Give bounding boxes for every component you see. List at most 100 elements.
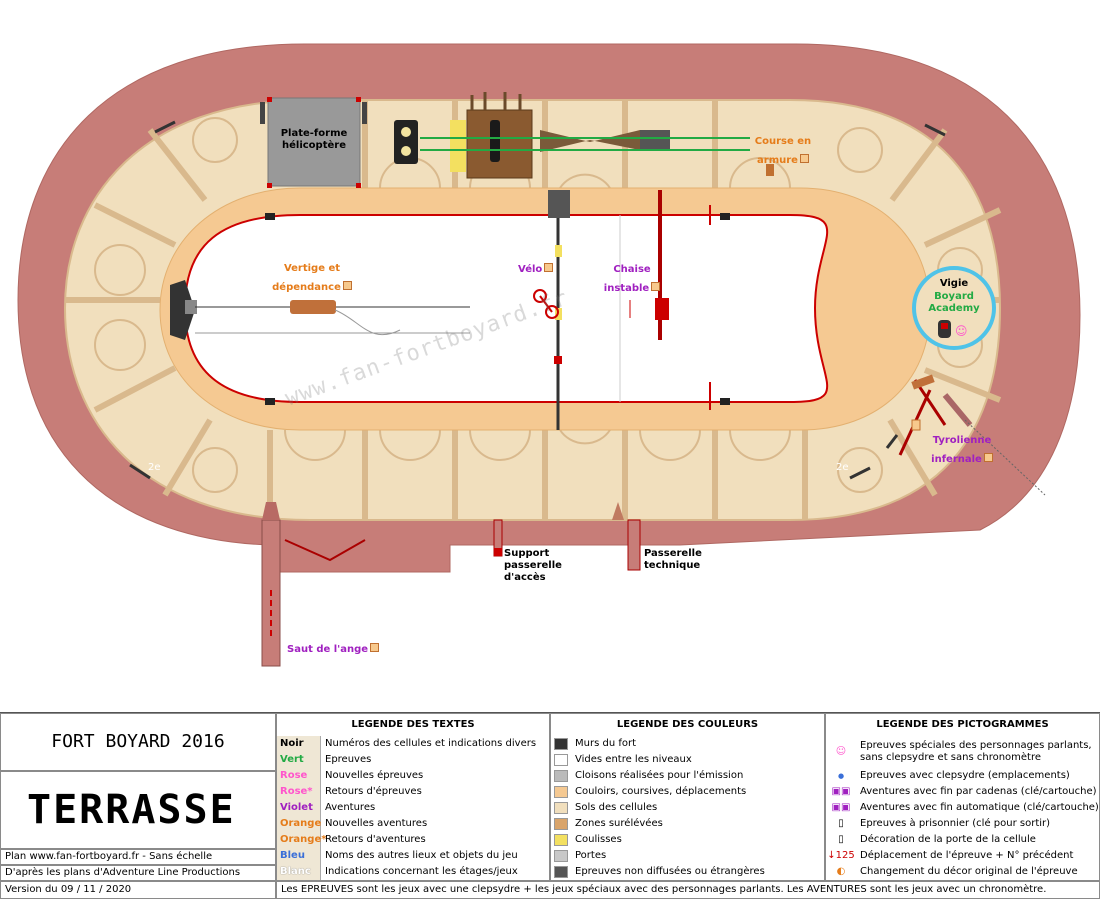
legend-color-desc: Zones surélévées [575,818,663,829]
legend-picto-desc: Aventures avec fin automatique (clé/cart… [860,802,1099,813]
color-swatch [554,802,568,814]
padlock-icon: ▣▣ [831,786,851,797]
label-vertige: Vertige et dépendance [272,263,341,293]
legend: FORT BOYARD 2016 TERRASSE Plan www.fan-f… [0,712,1100,899]
end-lock-icon [651,282,661,291]
legend-color-row: Coulisses [551,832,824,848]
legend-color-desc: Couloirs, coursives, déplacements [575,786,747,797]
label-vigie: Vigie [939,278,969,289]
cell-arcs [94,117,983,493]
clepsydre-icon: ● [837,772,845,780]
legend-text-desc: Nouvelles aventures [325,818,428,829]
legend-text-row: Vert Epreuves [277,752,549,768]
vertige-anchor [170,280,195,340]
legend-color-desc: Sols des cellules [575,802,658,813]
legend-text-key: Orange* [277,832,326,848]
legend-text-key: Rose [277,768,321,784]
label-boyard-academy: Boyard Academy [928,291,980,314]
legend-text-key: Vert [277,752,321,768]
legend-picto-desc: Epreuves avec clepsydre (emplacements) [860,770,1070,781]
prisoner-icon: ▯ [838,818,844,829]
legend-text-key: Bleu [277,848,321,864]
label-right-2e: 2e [836,462,849,473]
door-decoration-icon: ▯ [838,834,844,845]
legend-color-row: Epreuves non diffusées ou étrangères [551,864,824,880]
end-lock-icon [544,263,554,272]
vertige-beam [290,300,336,314]
legend-color-desc: Cloisons réalisées pour l'émission [575,770,744,781]
legend-picto-row: ▯ Epreuves à prisonnier (clé pour sortir) [826,816,1099,832]
label-passerelle-technique: Passerelle technique [644,548,702,571]
wall-doors [265,213,730,405]
legend-text-key: Orange [277,816,321,832]
legend-picto-desc: Epreuves à prisonnier (clé pour sortir) [860,818,1051,829]
label-chaise: Chaise instable [603,264,651,294]
legend-text-desc: Aventures [325,802,376,813]
color-swatch [554,738,568,750]
helicopter-platform [267,97,361,187]
label-tyrolienne: Tyrolienne infernale [931,435,992,465]
credit-line-1: Plan www.fan-fortboyard.fr - Sans échell… [0,849,276,865]
legend-color-desc: Murs du fort [575,738,637,749]
legend-text-desc: Noms des autres lieux et objets du jeu [325,850,518,861]
coulisse-strip [450,120,466,172]
color-swatch [554,754,568,766]
velo-block [548,190,570,218]
legend-text-key: Rose* [277,784,321,800]
label-left-2e: 2e [148,462,161,473]
floor-name: TERRASSE [27,787,236,833]
character-icon: ☺ [955,324,968,338]
label-course-en-armure: Course en armure [754,136,812,166]
legend-picto-desc: Epreuves spéciales des personnages parla… [860,740,1092,763]
color-swatch [554,818,568,830]
color-swatch [554,770,568,782]
legend-picto-desc: Aventures avec fin par cadenas (clé/cart… [860,786,1097,797]
legend-text-row: Bleu Noms des autres lieux et objets du j… [277,848,549,864]
platform-corners [267,97,361,188]
legend-color-desc: Vides entre les niveaux [575,754,692,765]
legend-text-key: Blanc [277,864,321,880]
color-swatch [554,834,568,846]
legend-footer: Les EPREUVES sont les jeux avec une clep… [276,881,1100,899]
course-lamp [394,120,418,164]
legend-color-row: Sols des cellules [551,800,824,816]
move-icon: ↓125 [827,850,855,861]
legend-colors-header: LEGENDE DES COULEURS [616,719,759,730]
legend-text-row: Rose Nouvelles épreuves [277,768,549,784]
legend-text-row: Noir Numéros des cellules et indications … [277,736,549,752]
legend-color-row: Portes [551,848,824,864]
legend-text-desc: Epreuves [325,754,372,765]
label-plate-forme: Plate-forme hélicoptère [280,128,348,151]
legend-picto-row: ▣▣ Aventures avec fin par cadenas (clé/ca… [826,784,1099,800]
color-swatch [554,850,568,862]
legend-pictos: LEGENDE DES PICTOGRAMMES ☺Epreuves spéci… [825,713,1100,881]
small-marks [260,102,774,176]
legend-picto-row: ◐Changement du décor original de l'épreu… [826,864,1099,880]
legend-color-row: Vides entre les niveaux [551,752,824,768]
legend-text-desc: Numéros des cellules et indications dive… [325,738,537,749]
credit-line-2: D'après les plans d'Adventure Line Produ… [0,865,276,881]
legend-texts-rows: Noir Numéros des cellules et indications … [277,736,549,880]
color-swatch [554,866,568,878]
legend-picto-row: ▯Décoration de la porte de la cellule [826,832,1099,848]
course-posts [470,92,522,110]
legend-picto-desc: Changement du décor original de l'épreuv… [860,866,1078,877]
end-lock-icon [799,154,809,163]
end-lock-icon [983,453,993,462]
legend-text-key: Noir [277,736,321,752]
legend-text-desc: Nouvelles épreuves [325,770,424,781]
legend-text-row: Orange*Retours d'aventures [277,832,549,848]
legend-color-desc: Coulisses [575,834,622,845]
legend-picto-row: ● Epreuves avec clepsydre (emplacements) [826,768,1099,784]
legend-title-box: FORT BOYARD 2016 [0,713,276,771]
auto-end-icon: ▣▣ [831,802,851,813]
legend-text-row: Orange Nouvelles aventures [277,816,549,832]
chaise-marks [700,205,720,410]
central-void [183,214,829,403]
legend-color-row: Murs du fort [551,736,824,752]
vigie [912,266,996,350]
